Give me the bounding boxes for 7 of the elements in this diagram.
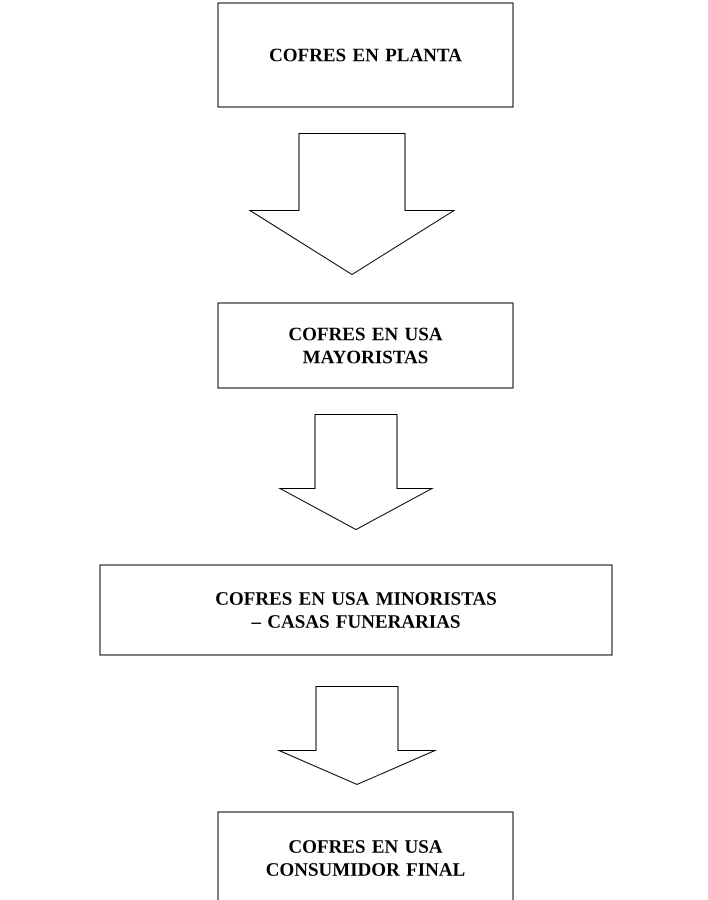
process-box: COFRES EN PLANTA: [218, 2, 514, 108]
block-arrow: [276, 686, 438, 786]
process-box: COFRES EN USA MINORISTAS – CASAS FUNERARIAS: [100, 564, 612, 656]
process-box: COFRES EN USA MAYORISTAS: [218, 302, 514, 388]
block-arrow: [278, 414, 434, 530]
block-arrow: [248, 133, 456, 276]
process-box: COFRES EN USA CONSUMIDOR FINAL: [218, 812, 514, 900]
